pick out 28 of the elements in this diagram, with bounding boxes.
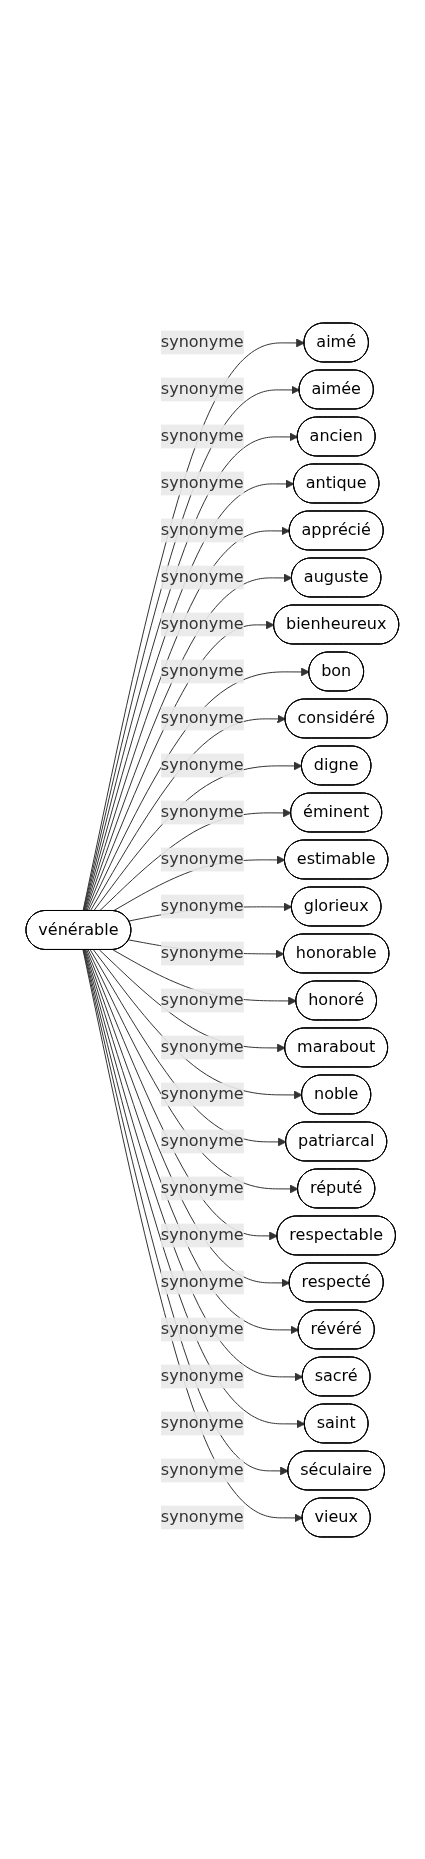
edge-label: synonyme [160,520,244,540]
edge-label: synonyme [160,943,244,962]
arrow [89,949,287,1146]
edge-label: synonyme [160,896,244,915]
edge-label: synonyme [160,661,244,681]
edge-label: synonyme [160,1412,244,1432]
edge-label: synonyme [160,332,244,352]
edge-label: synonyme [160,1506,244,1526]
edge-label: synonyme [160,379,244,399]
edge-label: synonyme [160,1130,244,1150]
edge-label: synonyme [160,1271,244,1291]
edge-label: synonyme [160,1365,244,1385]
edge-label: synonyme [160,802,244,821]
edge-label: synonyme [160,473,244,493]
edge-label: synonyme [160,1177,244,1197]
edge-label: synonyme [160,1037,244,1056]
edge-label: synonyme [160,1459,244,1479]
edge-label: synonyme [160,1318,244,1338]
edge-label: synonyme [160,567,244,587]
edge-label: synonyme [160,426,244,446]
edge-label: synonyme [160,849,244,868]
edge-label: synonyme [160,1224,244,1244]
edge-label: synonyme [160,755,244,774]
edge-label: synonyme [160,614,244,634]
arrow [99,949,286,1052]
edge-label: synonyme [160,990,244,1009]
edge-label: synonyme [160,1084,244,1103]
edge-label: synonyme [160,708,244,728]
